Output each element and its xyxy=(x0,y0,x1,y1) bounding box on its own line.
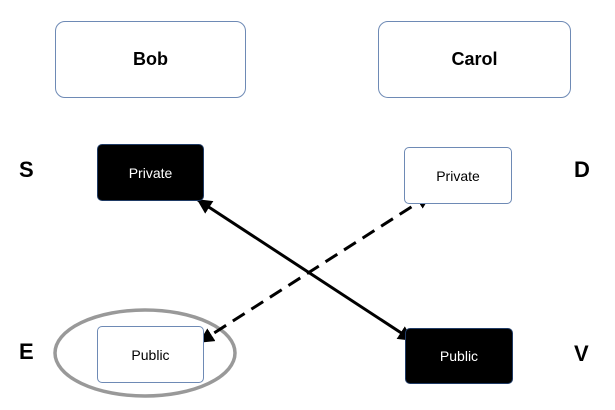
signature-arrow-solid xyxy=(196,198,414,342)
bob-box: Bob xyxy=(55,21,246,98)
label-s: S xyxy=(19,157,34,182)
carol-private-key-box: Private xyxy=(404,147,512,204)
encryption-arrow-dashed xyxy=(198,193,432,344)
bob-label: Bob xyxy=(133,49,168,69)
label-e: E xyxy=(19,339,34,364)
carol-private-key-label: Private xyxy=(436,167,480,184)
label-d: D xyxy=(574,157,590,182)
label-v: V xyxy=(574,341,589,366)
bob-private-key-label: Private xyxy=(128,164,173,181)
carol-public-key-label: Public xyxy=(439,348,479,364)
bob-private-key-box: Private xyxy=(97,144,204,201)
carol-box: Carol xyxy=(378,21,571,98)
carol-label: Carol xyxy=(451,49,498,69)
bob-public-key-box: Public xyxy=(97,326,204,383)
highlight-ellipse xyxy=(53,308,237,398)
carol-public-key-box: Public xyxy=(405,328,513,384)
bob-public-key-label: Public xyxy=(131,346,170,363)
